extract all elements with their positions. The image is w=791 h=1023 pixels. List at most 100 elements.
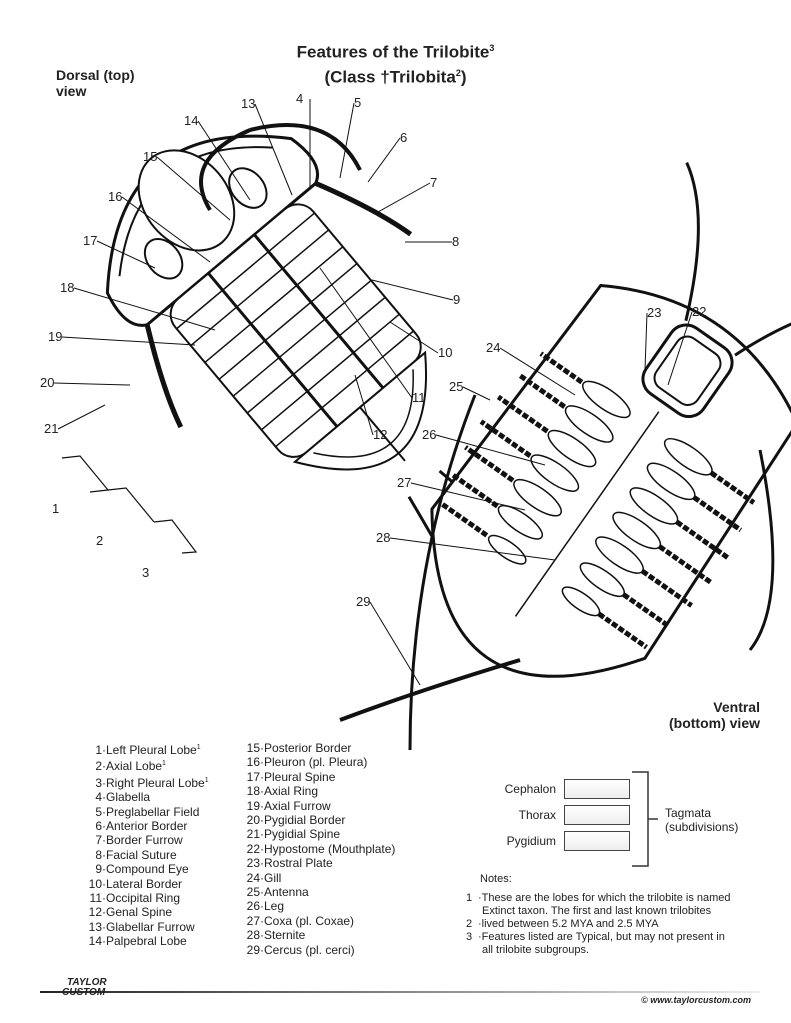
legend-item: 14·Palpebral Lobe	[80, 934, 209, 948]
legend-label: Compound Eye	[106, 862, 189, 877]
legend-number: 24	[246, 870, 260, 885]
note-line: all trilobite subgroups.	[466, 944, 731, 957]
legend-footnote: 1	[204, 776, 209, 784]
callout-number: 19	[48, 329, 62, 344]
legend-item: 16·Pleuron (pl. Pleura)	[238, 755, 395, 769]
legend-item: 12·Genal Spine	[80, 905, 209, 919]
callout-number: 28	[376, 530, 390, 545]
legend-item: 27·Coxa (pl. Coxae)	[238, 914, 395, 928]
legend-number: 7	[95, 833, 102, 848]
legend-dot: ·	[102, 934, 106, 949]
note-text: lived between 5.2 MYA and 2.5 MYA	[481, 918, 659, 930]
legend-label: Palpebral Lobe	[106, 934, 187, 949]
leader-line	[389, 321, 439, 354]
legend-number: 1	[95, 743, 102, 757]
title-line1: Features of the Trilobite	[296, 42, 490, 62]
legend-dot: ·	[102, 905, 106, 920]
callout-number: 22	[692, 304, 706, 319]
legend-dot: ·	[102, 804, 106, 819]
leader-line	[371, 279, 454, 301]
legend-item: 28·Sternite	[238, 928, 395, 942]
leader-line	[462, 386, 491, 401]
callout-number: 4	[296, 91, 303, 106]
legend-label: Gill	[264, 870, 282, 885]
callout-number: 12	[373, 427, 387, 442]
tagmata-row: Cephalon	[480, 776, 630, 802]
legend-number: 2	[95, 759, 102, 774]
leader-line	[197, 120, 251, 201]
answer-box[interactable]	[564, 779, 630, 799]
legend-number: 22	[246, 841, 260, 856]
legend-dot: ·	[260, 928, 264, 943]
callout-number: 13	[241, 96, 255, 111]
legend-dot: ·	[260, 813, 264, 828]
legend-number: 26	[246, 899, 260, 914]
legend-dot: ·	[102, 833, 106, 848]
legend-item: 25·Antenna	[238, 885, 395, 899]
note-number: 3	[466, 931, 473, 943]
legend-item: 9·Compound Eye	[80, 862, 209, 876]
callout-number: 25	[449, 379, 463, 394]
leader-line	[389, 537, 556, 561]
note-number: 1	[466, 892, 473, 904]
legend-item: 24·Gill	[238, 871, 395, 885]
answer-box[interactable]	[564, 831, 630, 851]
logo-line2: CUSTOM	[62, 987, 106, 998]
legend-label: Lateral Border	[106, 876, 183, 891]
legend-item: 8·Facial Suture	[80, 848, 209, 862]
legend-dot: ·	[260, 870, 264, 885]
leader-line	[254, 103, 293, 196]
leader-line	[57, 404, 106, 430]
legend-number: 20	[246, 813, 260, 828]
legend-dot: ·	[102, 775, 106, 790]
legend-dot: ·	[102, 743, 106, 757]
legend-item: 13·Glabellar Furrow	[80, 920, 209, 934]
leader-line	[667, 311, 693, 386]
page-title: Features of the Trilobite3 (Class †Trilo…	[0, 38, 791, 87]
legend-dot: ·	[260, 841, 264, 856]
note-line: Extinct taxon. The first and last known …	[466, 905, 731, 918]
legend-item: 5·Preglabellar Field	[80, 805, 209, 819]
callout-number: 5	[354, 95, 361, 110]
leader-line	[377, 182, 431, 213]
leader-line	[339, 102, 355, 179]
legend-footnote: 1	[196, 744, 201, 751]
legend-item: 11·Occipital Ring	[80, 891, 209, 905]
tagmata-label-2: (subdivisions)	[665, 820, 739, 834]
ventral-line1: Ventral	[713, 699, 760, 715]
callout-number: 11	[412, 390, 426, 405]
note-line: 2·lived between 5.2 MYA and 2.5 MYA	[466, 918, 659, 930]
ventral-trilobite	[339, 162, 791, 751]
legend-dot: ·	[260, 755, 264, 770]
legend-label: Facial Suture	[106, 847, 177, 862]
legend-number: 9	[95, 862, 102, 877]
note-text: all trilobite subgroups.	[482, 944, 590, 956]
callout-number: 2	[96, 533, 103, 548]
leader-line	[367, 137, 401, 183]
legend-item: 26·Leg	[238, 899, 395, 913]
legend-dot: ·	[260, 827, 264, 842]
leader-line	[121, 196, 211, 263]
ventral-view-label: Ventral (bottom) view	[640, 699, 760, 731]
legend-item: 18·Axial Ring	[238, 784, 395, 798]
tagmata-row-label: Cephalon	[504, 782, 556, 796]
callout-number: 3	[142, 565, 149, 580]
leader-line	[319, 267, 413, 399]
legend-label: Glabellar Furrow	[106, 919, 195, 934]
dorsal-line2: view	[56, 83, 87, 99]
legend-number: 6	[95, 819, 102, 834]
legend-dot: ·	[102, 819, 106, 834]
callout-number: 15	[143, 149, 157, 164]
tagmata-row: Pygidium	[480, 828, 630, 854]
legend-label: Border Furrow	[106, 833, 183, 848]
lobe-brackets	[61, 455, 198, 554]
legend-label: Coxa (pl. Coxae)	[264, 913, 355, 928]
legend-dot: ·	[260, 885, 264, 900]
answer-box[interactable]	[564, 805, 630, 825]
legend-label: Antenna	[264, 885, 309, 900]
legend-number: 15	[246, 741, 260, 755]
legend-number: 4	[95, 790, 102, 805]
